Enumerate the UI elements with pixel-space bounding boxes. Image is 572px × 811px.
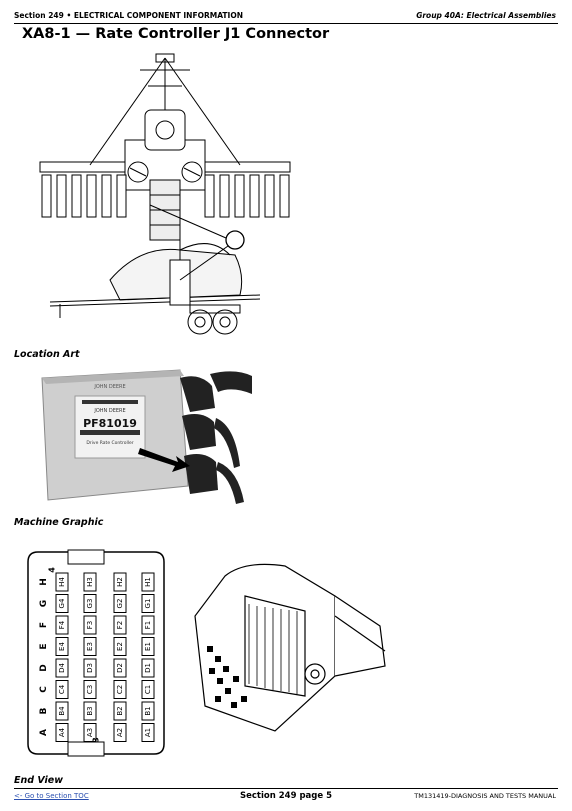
pin-cavity xyxy=(83,701,97,721)
pin-cavity xyxy=(113,701,127,721)
pin-label: A1 xyxy=(144,728,152,737)
module-brand: JOHN DEERE xyxy=(93,408,125,414)
header-rule xyxy=(14,23,558,24)
pin-label: G1 xyxy=(144,599,152,609)
page-number: Section 249 page 5 xyxy=(240,791,332,801)
pin-label: D2 xyxy=(116,663,124,673)
pin-cavity xyxy=(83,680,97,699)
pin-cavity xyxy=(83,658,97,678)
row-letter-c: C xyxy=(39,686,49,693)
pin-cavity xyxy=(113,615,127,635)
pin-label: F3 xyxy=(86,621,94,629)
connector-3d-drawing xyxy=(194,563,386,732)
pin-label: A2 xyxy=(116,728,124,737)
module-part-number: PF81019 xyxy=(83,417,137,430)
pin-cavity xyxy=(141,658,155,678)
pin-cavity xyxy=(113,723,127,742)
pin-label: E2 xyxy=(116,642,124,651)
pin-label: E4 xyxy=(58,642,66,651)
group-header: Group 40A: Electrical Assemblies xyxy=(416,11,556,20)
pin-label: H1 xyxy=(144,577,152,587)
pin-label: B3 xyxy=(86,706,94,715)
pin-cavity xyxy=(141,615,155,635)
row-letter-f: F xyxy=(39,622,49,628)
pin-label: B1 xyxy=(144,706,152,715)
row-letter-h: H xyxy=(39,578,49,586)
row-letter-e: E xyxy=(39,643,49,649)
location-art-caption: Location Art xyxy=(14,349,80,360)
controller-photo: JOHN DEERE JOHN DEERE PF81019 Drive Rate… xyxy=(40,366,252,506)
pin-label: D3 xyxy=(86,663,94,673)
planter-illustration xyxy=(39,53,291,335)
pin-cavity xyxy=(141,701,155,721)
page-title: XA8-1 — Rate Controller J1 Connector xyxy=(22,26,330,42)
pin-label: E3 xyxy=(86,642,94,651)
module-description: Drive Rate Controller xyxy=(86,440,133,446)
pin-label: B2 xyxy=(116,706,124,715)
pin-cavity xyxy=(141,594,155,613)
pin-cavity xyxy=(113,594,127,613)
pin-label: H3 xyxy=(86,577,94,587)
pin-cavity xyxy=(141,680,155,699)
pin-cavity xyxy=(141,723,155,742)
pin-label: B4 xyxy=(58,706,66,716)
pin-cavity xyxy=(55,572,69,592)
pin-label: A3 xyxy=(86,728,94,737)
pin-label: H2 xyxy=(116,577,124,587)
footer-rule xyxy=(14,788,558,789)
pin-cavity xyxy=(83,594,97,613)
pin-cavity xyxy=(55,658,69,678)
pin-cavity xyxy=(83,572,97,592)
pin-cavity xyxy=(55,615,69,635)
row-letter-a: A xyxy=(39,729,49,736)
pin-label: D4 xyxy=(58,663,66,673)
section-header: Section 249 • ELECTRICAL COMPONENT INFOR… xyxy=(14,11,243,20)
pin-cavity xyxy=(55,723,69,742)
pin-cavity xyxy=(113,658,127,678)
connector-end-view: H H4 H3 H2 H1G G4 G3 G2 G1F F4 F3 F2 F1E E4 E3 E2 E1D D4 D… xyxy=(27,549,165,757)
module-brand-top: JOHN DEERE xyxy=(93,384,125,390)
column-number-4: 4 xyxy=(48,567,57,573)
pin-cavity xyxy=(113,637,127,656)
go-to-section-toc-link[interactable]: <- Go to Section TOC xyxy=(14,792,89,800)
pin-cavity xyxy=(55,637,69,656)
pin-cavity xyxy=(55,701,69,721)
row-letter-g: G xyxy=(39,600,49,607)
pin-cavity xyxy=(83,723,97,742)
machine-graphic-caption: Machine Graphic xyxy=(14,517,104,528)
pin-cavity xyxy=(55,680,69,699)
row-letter-d: D xyxy=(39,664,49,671)
pin-label: D1 xyxy=(144,663,152,673)
pin-cavity xyxy=(141,637,155,656)
pin-cavity xyxy=(141,572,155,592)
manual-name: TM131419-DIAGNOSIS AND TESTS MANUAL xyxy=(414,792,556,800)
pin-cavity xyxy=(83,637,97,656)
pin-cavity xyxy=(113,680,127,699)
pin-cavity xyxy=(55,594,69,613)
pin-label: C4 xyxy=(58,684,66,694)
pin-label: G2 xyxy=(116,599,124,609)
pin-label: F4 xyxy=(58,620,66,629)
pin-label: G4 xyxy=(58,598,66,608)
pin-label: A4 xyxy=(58,727,66,737)
pin-label: F2 xyxy=(116,621,124,629)
pin-label: F1 xyxy=(144,621,152,629)
end-view-caption: End View xyxy=(14,775,64,786)
pin-cavity xyxy=(83,615,97,635)
pin-label: C1 xyxy=(144,685,152,694)
column-number-3: 3 xyxy=(92,737,101,743)
pin-label: H4 xyxy=(58,577,66,587)
row-letter-b: B xyxy=(39,707,49,714)
pin-label: G3 xyxy=(86,599,94,609)
pin-label: C2 xyxy=(116,685,124,694)
pin-cavity xyxy=(113,572,127,592)
pin-label: E1 xyxy=(144,642,152,651)
pin-label: C3 xyxy=(86,685,94,694)
